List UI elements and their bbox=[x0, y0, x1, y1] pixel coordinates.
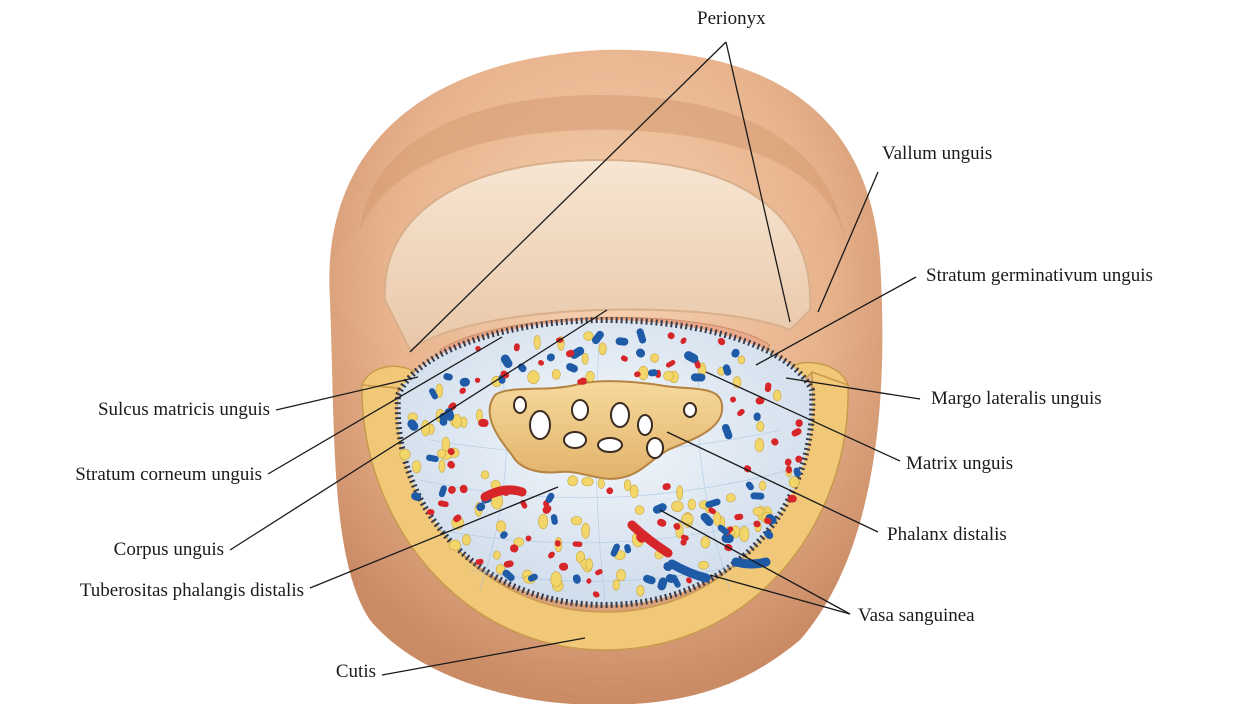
fat-lobule bbox=[449, 540, 460, 550]
fat-lobule bbox=[586, 558, 593, 570]
fat-lobule bbox=[599, 343, 607, 355]
fat-lobule bbox=[677, 486, 683, 500]
fat-lobule bbox=[637, 585, 645, 596]
label-vasa-sanguinea: Vasa sanguinea bbox=[858, 605, 975, 627]
fat-lobule bbox=[552, 369, 560, 379]
artery bbox=[427, 509, 435, 515]
vein bbox=[753, 412, 760, 421]
fat-lobule bbox=[757, 421, 764, 431]
label-stratum-germinativum-unguis: Stratum germinativum unguis bbox=[926, 265, 1153, 287]
artery bbox=[572, 541, 582, 547]
fat-lobule bbox=[534, 335, 540, 349]
fat-lobule bbox=[582, 477, 593, 486]
artery bbox=[577, 379, 587, 385]
fat-lobule bbox=[753, 507, 763, 515]
fat-lobule bbox=[421, 420, 429, 436]
label-matrix-unguis: Matrix unguis bbox=[906, 453, 1013, 475]
fat-lobule bbox=[635, 506, 644, 515]
vein bbox=[750, 492, 764, 500]
fat-lobule bbox=[412, 461, 421, 473]
fat-lobule bbox=[551, 572, 562, 587]
fat-lobule bbox=[439, 460, 445, 473]
fat-lobule bbox=[755, 438, 764, 452]
fat-lobule bbox=[789, 477, 799, 488]
fat-lobule bbox=[699, 561, 709, 569]
fat-lobule bbox=[616, 569, 625, 580]
fat-lobule bbox=[773, 390, 781, 401]
fat-lobule bbox=[538, 514, 547, 529]
fat-lobule bbox=[586, 371, 595, 381]
fat-lobule bbox=[528, 371, 540, 384]
fat-lobule bbox=[582, 523, 590, 538]
fat-lobule bbox=[759, 481, 766, 490]
label-stratum-corneum-unguis: Stratum corneum unguis bbox=[0, 464, 262, 486]
label-sulcus-matricis-unguis: Sulcus matricis unguis bbox=[0, 399, 270, 421]
label-margo-lateralis-unguis: Margo lateralis unguis bbox=[931, 388, 1102, 410]
large-vein bbox=[736, 562, 766, 564]
fat-lobule bbox=[496, 521, 506, 532]
fat-lobule bbox=[462, 534, 470, 545]
fat-lobule bbox=[584, 332, 594, 341]
fat-lobule bbox=[740, 526, 749, 541]
fat-lobule bbox=[726, 494, 735, 502]
artery bbox=[478, 419, 489, 427]
label-cutis: Cutis bbox=[0, 661, 376, 683]
fat-lobule bbox=[571, 516, 582, 525]
fat-lobule bbox=[701, 537, 710, 549]
fat-lobule bbox=[438, 449, 446, 458]
fat-lobule bbox=[738, 356, 745, 364]
label-tuberositas-phalangis-distalis: Tuberositas phalangis distalis bbox=[0, 580, 304, 602]
vein bbox=[691, 373, 706, 381]
fat-lobule bbox=[582, 353, 588, 364]
fat-lobule bbox=[650, 354, 658, 363]
artery bbox=[559, 563, 568, 571]
label-perionyx: Perionyx bbox=[697, 8, 766, 30]
fat-lobule bbox=[664, 371, 674, 380]
fat-lobule bbox=[630, 485, 638, 498]
fat-lobule bbox=[400, 449, 410, 460]
fat-lobule bbox=[568, 476, 578, 486]
label-vallum-unguis: Vallum unguis bbox=[882, 143, 992, 165]
fat-lobule bbox=[481, 471, 489, 479]
fat-lobule bbox=[672, 501, 684, 512]
fat-lobule bbox=[493, 551, 500, 559]
artery bbox=[796, 419, 803, 427]
fat-lobule bbox=[624, 480, 631, 491]
label-phalanx-distalis: Phalanx distalis bbox=[887, 524, 1007, 546]
label-corpus-unguis: Corpus unguis bbox=[0, 539, 224, 561]
fat-lobule bbox=[688, 499, 696, 510]
fat-lobule bbox=[598, 479, 605, 489]
fat-lobule bbox=[613, 580, 620, 591]
